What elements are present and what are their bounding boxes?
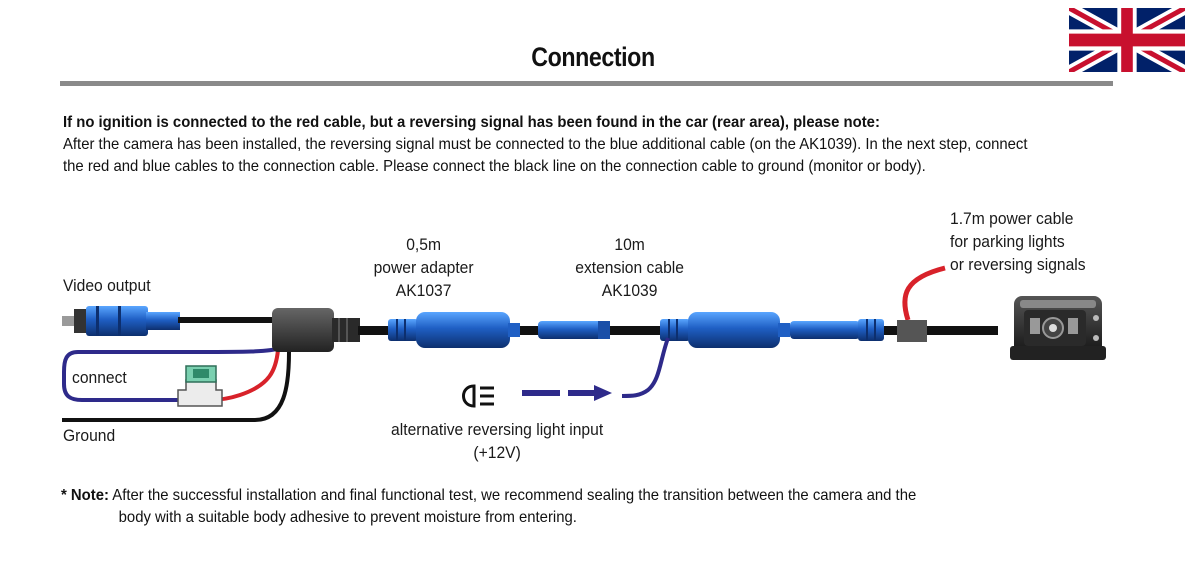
reverse-input-wire <box>621 337 670 398</box>
note-label: * Note: <box>61 487 109 504</box>
power-cable-line3: or reversing signals <box>950 255 1086 274</box>
reversing-light-icon <box>462 384 494 408</box>
input-arrow <box>522 385 612 401</box>
note-text-2: body with a suitable body adhesive to pr… <box>118 509 577 526</box>
adapter-code: AK1037 <box>395 281 452 300</box>
intro-body: After the camera has been installed, the… <box>63 136 1028 175</box>
intro-heading: If no ignition is connected to the red c… <box>63 114 880 131</box>
note-text-1: After the successful installation and fi… <box>112 487 917 504</box>
adapter-name: power adapter <box>373 258 474 277</box>
extension-name: extension cable <box>575 258 684 277</box>
power-cable-label: 1.7m power cable for parking lights or r… <box>950 207 1086 276</box>
uk-flag-icon <box>1069 8 1185 72</box>
ground-label: Ground <box>63 426 116 445</box>
note: * Note: After the successful installatio… <box>61 485 1084 529</box>
adapter-connector <box>388 312 520 348</box>
page-title: Connection <box>531 42 655 72</box>
extension-label: 10m extension cable AK1039 <box>556 233 703 302</box>
alt-input-line1: alternative reversing light input <box>391 420 604 439</box>
extension-connector <box>660 312 790 348</box>
title-rule <box>60 81 1113 86</box>
alt-input-line2: (+12V) <box>473 443 521 462</box>
adapter-length: 0,5m <box>406 235 441 254</box>
camera-icon <box>1010 296 1106 360</box>
power-cable-line2: for parking lights <box>950 232 1065 251</box>
connect-label: connect <box>72 368 127 387</box>
extension-length: 10m <box>614 235 645 254</box>
red-power-cable <box>902 265 946 321</box>
video-output-connector <box>62 306 274 336</box>
video-output-label: Video output <box>63 276 151 295</box>
power-cable-line1: 1.7m power cable <box>950 209 1074 228</box>
fuse-holder-icon <box>177 365 223 407</box>
coupling-connector <box>538 321 610 339</box>
extension-code: AK1039 <box>601 281 658 300</box>
adapter-label: 0,5m power adapter AK1037 <box>350 233 497 302</box>
camera-side-connector <box>790 319 884 341</box>
split-sleeve <box>897 320 927 342</box>
intro-text: If no ignition is connected to the red c… <box>63 112 1049 178</box>
junction-box <box>272 308 360 352</box>
alt-input-label: alternative reversing light input (+12V) <box>372 418 622 464</box>
